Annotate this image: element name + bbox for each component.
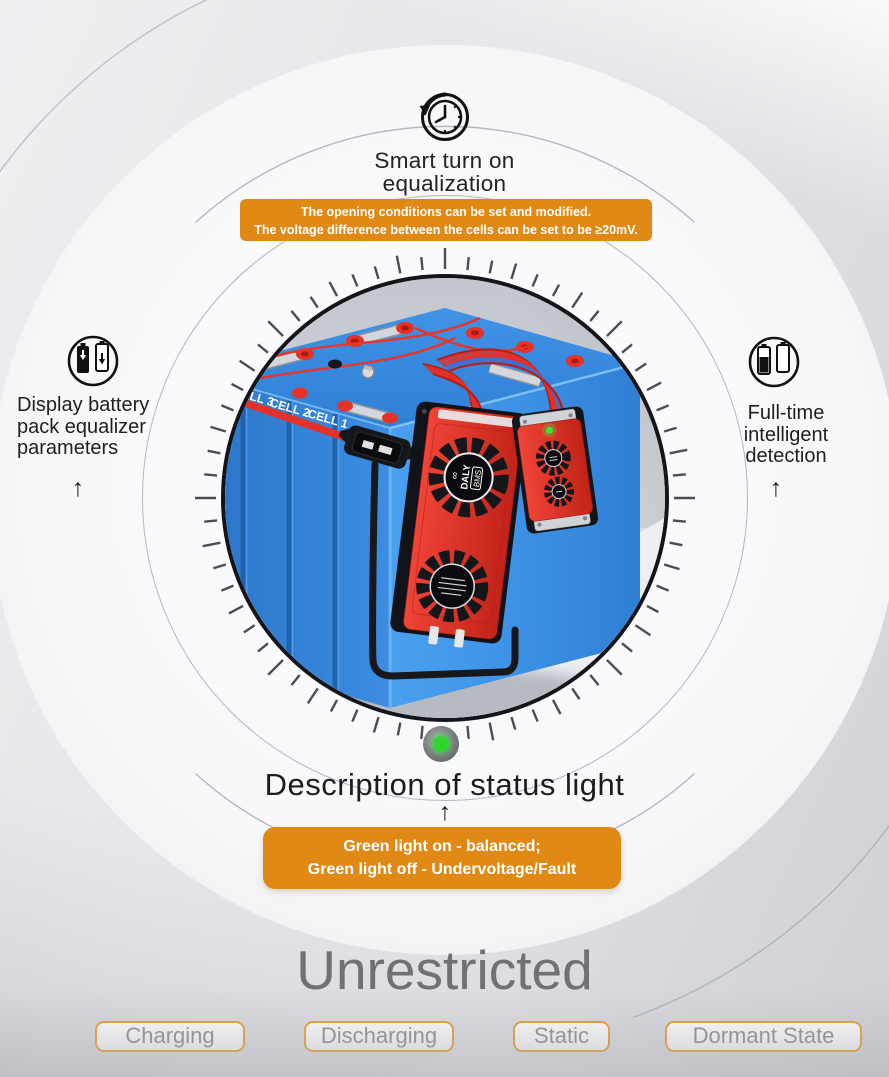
right-feature-line3: detection [745, 445, 827, 467]
battery-detect-icon [748, 336, 800, 388]
svg-text:BMS: BMS [472, 469, 483, 487]
smart-title-line1: Smart turn on [374, 148, 515, 173]
left-feature-line3: parameters [17, 437, 119, 459]
status-led [423, 726, 459, 762]
static-button[interactable]: Static [513, 1021, 610, 1052]
dial-tick-ring [195, 248, 695, 748]
daly-logo: ∞ DALY BMS [449, 463, 484, 491]
ribbon-cables [422, 348, 565, 414]
discharging-button[interactable]: Discharging [304, 1021, 454, 1052]
equalization-note-banner: The opening conditions can be set and mo… [240, 199, 652, 241]
battery-equalize-icon [67, 335, 119, 387]
note-line2: The voltage difference between the cells… [254, 223, 638, 237]
right-feature-line2: intelligent [743, 423, 829, 446]
right-feature-text: Full-time intelligent detection [706, 402, 866, 468]
charging-button[interactable]: Charging [95, 1021, 245, 1052]
bms-label-strip [437, 409, 514, 428]
green-led-dot [433, 736, 449, 752]
power-cable [369, 460, 519, 680]
equalizer-module-small [511, 406, 599, 534]
unrestricted-headline: Unrestricted [296, 939, 593, 1001]
left-feature-line2: pack equalizer [17, 415, 146, 438]
right-feature-line1: Full-time [747, 402, 825, 424]
ac-socket [338, 425, 418, 469]
dormant-state-button[interactable]: Dormant State [665, 1021, 862, 1052]
module-green-led [545, 426, 553, 434]
status-note-line1: Green light on - balanced; [343, 838, 541, 855]
battery-pack-photo-circle: CELL 4 CELL 3 CELL 2 CELL 1 [221, 274, 669, 722]
left-feature-line1: Display battery [17, 394, 150, 416]
smart-equalization-title: Smart turn on equalization [0, 149, 889, 195]
status-note-banner: Green light on - balanced; Green light o… [263, 827, 621, 889]
smart-title-line2: equalization [382, 171, 507, 196]
battery-pack-illustration: CELL 4 CELL 3 CELL 2 CELL 1 [225, 278, 665, 718]
dial-outline-ring [142, 195, 748, 801]
clock-refresh-icon [419, 92, 469, 141]
left-up-arrow: ↑ [71, 474, 85, 502]
svg-text:DALY: DALY [459, 463, 473, 490]
bottom-shade [0, 987, 889, 1077]
svg-text:∞: ∞ [449, 471, 461, 479]
bms-fan-bottom [416, 550, 489, 623]
black-terminal-cap [328, 359, 342, 369]
module-fan-top [535, 440, 571, 476]
status-note-line2: Green light off - Undervoltage/Fault [307, 861, 577, 878]
right-up-arrow: ↑ [769, 474, 783, 502]
bms-fan-top: ∞ DALY BMS [428, 437, 509, 518]
status-light-title: Description of status light [264, 767, 625, 802]
status-up-arrow: ↑ [438, 798, 452, 826]
left-feature-text: Display battery pack equalizer parameter… [17, 394, 207, 460]
module-fan-bottom [544, 476, 575, 507]
note-line1: The opening conditions can be set and mo… [300, 205, 592, 219]
